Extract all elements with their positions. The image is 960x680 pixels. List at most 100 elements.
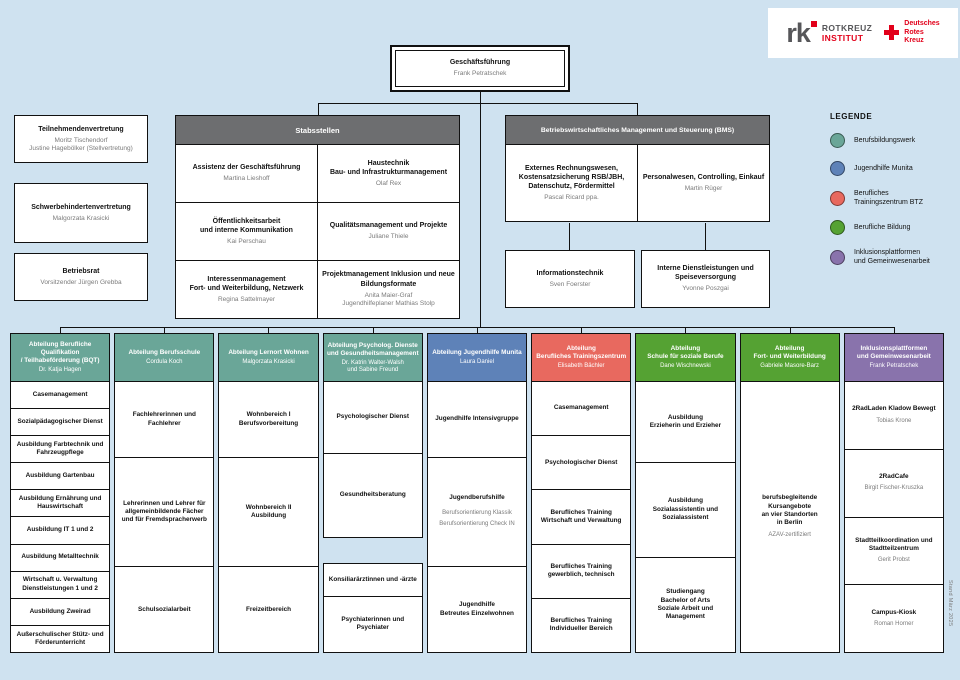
column-item: Gesundheitsberatung — [322, 452, 423, 538]
org-column-name: Dane Wischnewski — [660, 363, 711, 370]
legend-item: Jugendhilfe Munita — [830, 161, 956, 176]
cell-title: Interessenmanagement Fort- und Weiterbil… — [189, 275, 304, 292]
gf-name: Frank Petratschek — [453, 70, 507, 78]
org-column-title: Abteilung Lernort Wohnen — [228, 349, 309, 357]
cell-title: Externes Rechnungswesen, Kostensatzsiche… — [518, 164, 625, 190]
column-item: Ausbildung Metalltechnik — [10, 543, 111, 572]
column-item-title: Berufliches Training Wirtschaft und Verw… — [540, 508, 622, 524]
column-item: berufsbegleitende Kursangebote an vier S… — [739, 381, 840, 653]
stabsstellen-cell: Projektmanagement Inklusion und neue Bil… — [318, 261, 459, 318]
column-item: Ausbildung Erzieherin und Erzieher — [635, 381, 736, 463]
rk-wordmark: rk — [786, 19, 817, 46]
box-title: Betriebsrat — [62, 267, 100, 275]
column-item: Psychiaterinnen und Psychiater — [322, 595, 423, 653]
org-column-name: Gabriele Masore-Barz — [760, 363, 819, 370]
cell-name: Olaf Rex — [375, 179, 402, 187]
column-item-title: Sozialpädagogischer Dienst — [17, 417, 103, 425]
org-column-title: Abteilung Schule für soziale Berufe — [647, 345, 724, 361]
org-column-body: berufsbegleitende Kursangebote an vier S… — [739, 381, 840, 653]
org-column-1: Abteilung Berufliche Qualifikation / Tei… — [10, 333, 111, 653]
column-item: Psychologischer Dienst — [322, 381, 423, 454]
legend-item: Berufliches Trainingszentrum BTZ — [830, 189, 956, 207]
column-item-title: Psychologischer Dienst — [336, 413, 409, 421]
column-item-title: Ausbildung Erzieherin und Erzieher — [649, 413, 722, 429]
column-item-title: Ausbildung IT 1 und 2 — [26, 526, 94, 534]
box-title: Schwerbehindertenvertretung — [31, 203, 131, 211]
bms-cell: Externes Rechnungswesen, Kostensatzsiche… — [506, 145, 637, 221]
column-item: Außerschulischer Stütz- und Förderunterr… — [10, 624, 111, 653]
schwerbehindertenvertretung-box: Schwerbehindertenvertretung Malgorzata K… — [14, 183, 148, 243]
connector-line — [480, 103, 481, 327]
legend-title: LEGENDE — [830, 112, 873, 121]
legend-dot-inklusionsplattformen — [830, 249, 845, 265]
bms-grid: Externes Rechnungswesen, Kostensatzsiche… — [505, 144, 770, 222]
cell-name: Martin Rüger — [684, 184, 723, 192]
column-item: Wirtschaft u. Verwaltung Dienstleistunge… — [10, 570, 111, 599]
legend-label: Inklusionsplattformen und Gemeinwesenarb… — [854, 249, 930, 266]
column-item-title: Ausbildung Sozialassistentin und Soziala… — [652, 497, 719, 522]
rk-red-dot-icon — [810, 20, 817, 27]
box-name: Vorsitzender Jürgen Grebba — [40, 278, 122, 286]
box-title: Teilnehmendenvertretung — [38, 125, 124, 133]
column-item-title: Fachlehrerinnen und Fachlehrer — [132, 411, 196, 427]
org-column-title: Abteilung Berufliches Trainingszentrum — [536, 345, 627, 361]
stabsstellen-cell: Interessenmanagement Fort- und Weiterbil… — [176, 261, 317, 318]
org-column-name: Cordula Koch — [146, 359, 183, 366]
connector-stub — [373, 327, 374, 334]
org-column-4: Abteilung Psycholog. Dienste und Gesundh… — [322, 333, 423, 653]
column-item: Ausbildung Ernährung und Hauswirtschaft — [10, 489, 111, 518]
column-item-title: Berufliches Training Individueller Berei… — [549, 617, 613, 633]
cell-name: Anita Maier-Graf Jugendhilfeplaner Mathi… — [342, 291, 435, 308]
column-item: Ausbildung Zweirad — [10, 597, 111, 626]
column-item-name: Gerit Probst — [877, 557, 910, 564]
column-gap — [323, 538, 423, 564]
cell-name: Pascal Ricard ppa. — [544, 193, 599, 201]
org-column-title: Inklusionsplattformen und Gemeinwesenarb… — [856, 345, 931, 361]
org-column-9: Inklusionsplattformen und Gemeinwesenarb… — [843, 333, 944, 653]
column-item: Jugendhilfe Betreutes Einzelwohnen — [426, 566, 528, 653]
logo-panel: rk ROTKREUZ INSTITUT Deutsches Rotes Kre… — [768, 8, 958, 58]
org-column-name: Frank Petratschek — [869, 363, 919, 370]
org-column-header: Inklusionsplattformen und Gemeinwesenarb… — [843, 333, 944, 383]
column-item: Wohnbereich II Ausbildung — [218, 457, 319, 568]
gf-title: Geschäftsführung — [449, 59, 511, 67]
cell-name: Juliane Thiele — [368, 233, 409, 241]
column-item: Jugendhilfe Intensivgruppe — [426, 381, 528, 459]
connector-stub — [164, 327, 165, 334]
drk-text: Deutsches Rotes Kreuz — [904, 20, 940, 45]
cell-title: Haustechnik Bau- und Infrastrukturmanage… — [329, 159, 448, 176]
column-item: Ausbildung Gartenbau — [10, 462, 111, 491]
legend-label: Berufliches Trainingszentrum BTZ — [854, 190, 923, 207]
column-item: Konsiliarärztinnen und -ärzte — [322, 562, 423, 597]
connector-stub — [894, 327, 895, 334]
column-item-title: Casemanagement — [32, 390, 88, 398]
legend-label: Jugendhilfe Munita — [854, 164, 913, 172]
drk-logo: Deutsches Rotes Kreuz — [884, 20, 940, 45]
version-footnote: Stand März 2025 — [947, 580, 953, 627]
rotkreuz-text: ROTKREUZ — [821, 22, 873, 33]
column-item-name: Birgit Fischer-Kruszka — [864, 485, 924, 492]
org-column-title: Abteilung Berufsschule — [128, 349, 201, 357]
legend-item: Inklusionsplattformen und Gemeinwesenarb… — [830, 248, 956, 266]
connector-line — [318, 103, 319, 115]
legend-dot-btz — [830, 190, 845, 206]
column-item-title: Ausbildung Ernährung und Hauswirtschaft — [18, 495, 102, 511]
org-column-title: Abteilung Jugendhilfe Munita — [432, 349, 522, 357]
column-item-title: Ausbildung Gartenbau — [25, 472, 95, 480]
org-column-header: Abteilung Berufliche Qualifikation / Tei… — [10, 333, 111, 383]
rotkreuz-institut-logo: rk ROTKREUZ INSTITUT — [786, 19, 873, 46]
column-item-title: Studiengang Bachelor of Arts Soziale Arb… — [657, 588, 714, 621]
column-item: Ausbildung IT 1 und 2 — [10, 516, 111, 545]
